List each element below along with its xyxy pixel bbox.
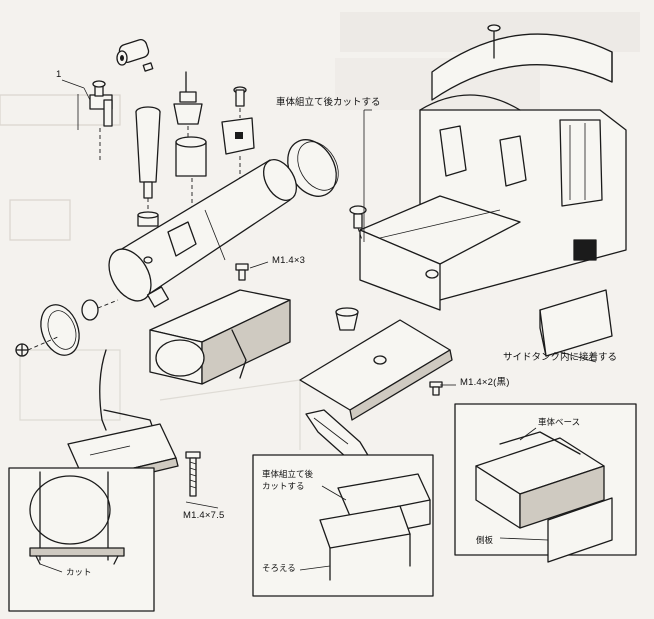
cab-body-part xyxy=(359,94,627,311)
label-screw-m14x3: M1.4×3 xyxy=(272,255,306,266)
label-body-base: 車体ベース xyxy=(538,417,581,427)
boiler-part xyxy=(108,159,298,308)
cylinder-block-part xyxy=(149,289,291,385)
screw-m14x75-part xyxy=(185,451,219,509)
cab-whistle-part xyxy=(349,205,367,241)
inset-body-base-detail xyxy=(454,403,637,563)
label-screw-m14x2-black: M1.4×2(黒) xyxy=(460,377,510,388)
label-cut: カット xyxy=(66,567,92,577)
callout-number-1: 1 xyxy=(56,69,62,80)
chimney-part xyxy=(135,106,161,227)
label-side-plate: 側板 xyxy=(476,535,494,545)
chassis-floor-part xyxy=(299,307,453,421)
side-tank-plate-part xyxy=(539,289,613,357)
screw-m14x2-part xyxy=(429,381,443,396)
screw-m14x3-part xyxy=(235,261,269,281)
label-inset-cut-line2: カットする xyxy=(262,481,305,491)
label-side-tank-attach: サイドタンク内に接着する xyxy=(503,352,618,363)
leader-lines xyxy=(363,109,597,386)
label-cut-after-body-assembly: 車体組立て後カットする xyxy=(276,97,381,108)
inset-cut-align-detail xyxy=(252,454,434,597)
inset-cut-detail xyxy=(8,467,155,612)
label-inset-cut-line1: 車体組立て後 xyxy=(262,469,314,479)
label-screw-m14x75: M1.4×7.5 xyxy=(183,510,225,521)
whistle-valve-part xyxy=(61,79,113,160)
steam-dome-part xyxy=(173,71,207,222)
smokebox-door-part xyxy=(15,299,119,357)
dome-cap-part xyxy=(116,39,154,72)
cab-roof-part xyxy=(431,24,613,101)
label-align: そろえる xyxy=(262,563,296,573)
